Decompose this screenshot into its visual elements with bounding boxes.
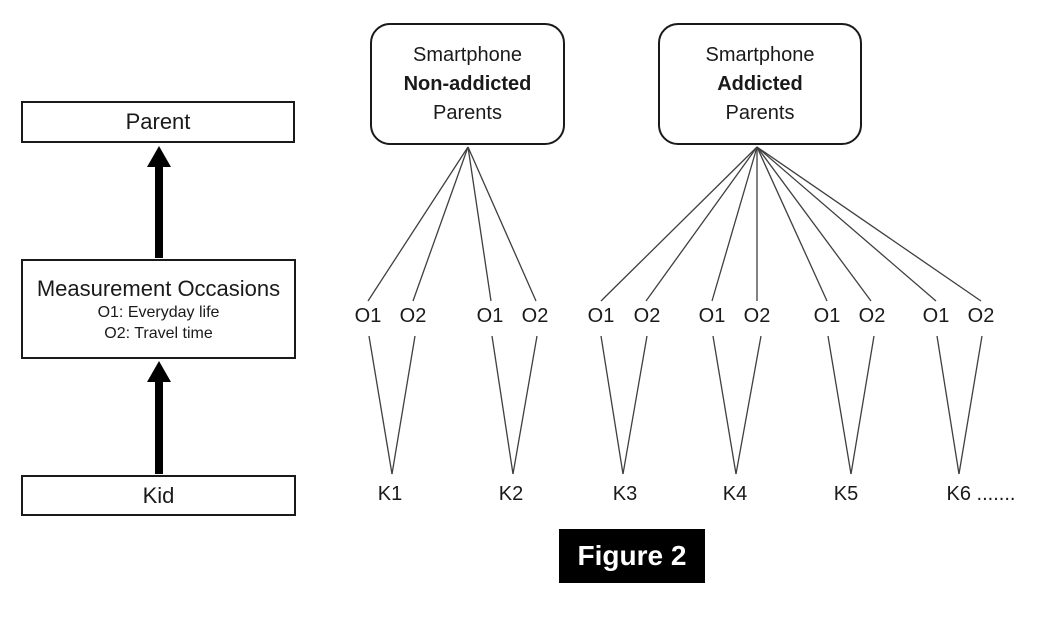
non-addicted-parents-box: Smartphone Non-addicted Parents xyxy=(370,23,565,145)
fan-line xyxy=(756,146,828,302)
v-line xyxy=(827,335,852,475)
group-line2: Addicted xyxy=(717,72,803,95)
arrow-head-icon xyxy=(147,146,171,167)
kid-label: K6 ....... xyxy=(946,483,1016,505)
fan-line xyxy=(645,146,758,302)
group-line1: Smartphone xyxy=(413,43,522,66)
group-line1: Smartphone xyxy=(705,43,815,66)
fan-line xyxy=(756,146,872,302)
kid-label: K4 xyxy=(722,483,748,505)
fan-line xyxy=(467,146,492,302)
group-line2: Non-addicted xyxy=(403,72,532,95)
occasion-label: O2 xyxy=(399,305,427,327)
fan-line xyxy=(711,146,758,302)
fan-line xyxy=(756,146,937,302)
group-line3: Parents xyxy=(433,101,502,124)
arrow-head-icon xyxy=(147,361,171,382)
occasion-label: O2 xyxy=(633,305,661,327)
v-line xyxy=(712,335,737,475)
parent-level-label: Parent xyxy=(125,109,191,134)
kid-label: K2 xyxy=(498,483,524,505)
occasion-label: O1 xyxy=(354,305,382,327)
v-line xyxy=(391,335,416,475)
occasion-label: O1 xyxy=(698,305,726,327)
group-line3: Parents xyxy=(725,101,795,124)
occasion-label: O1 xyxy=(813,305,841,327)
occasion-label: O2 xyxy=(521,305,549,327)
fan-line xyxy=(412,146,469,302)
occasion-label: O1 xyxy=(922,305,950,327)
occasion-label: O2 xyxy=(967,305,995,327)
measurement-occasions-box: Measurement Occasions O1: Everyday life … xyxy=(21,259,296,359)
occasion-label: O2 xyxy=(743,305,771,327)
v-line xyxy=(368,335,393,475)
v-line xyxy=(512,335,538,475)
v-line xyxy=(491,335,514,475)
v-line xyxy=(735,335,762,475)
v-line xyxy=(958,335,983,475)
fan-line xyxy=(756,146,982,302)
fan-line xyxy=(600,146,758,302)
fan-addicted xyxy=(600,146,982,302)
occasion-label: O1 xyxy=(587,305,615,327)
kid-level-label: Kid xyxy=(142,482,175,508)
addicted-parents-box: Smartphone Addicted Parents xyxy=(658,23,862,145)
measurement-occasions-title: Measurement Occasions xyxy=(36,275,281,301)
kid-label: K1 xyxy=(377,483,403,505)
figure-caption: Figure 2 xyxy=(559,529,705,583)
fan-line xyxy=(467,146,537,302)
measurement-o2-description: O2: Travel time xyxy=(104,324,213,342)
kid-label: K3 xyxy=(612,483,638,505)
parent-level-box: Parent xyxy=(21,101,295,143)
v-line xyxy=(850,335,875,475)
v-line xyxy=(622,335,648,475)
measurement-o1-description: O1: Everyday life xyxy=(97,303,220,321)
v-line xyxy=(936,335,960,475)
arrow-measurement-to-parent xyxy=(147,146,171,258)
kid-label: K5 xyxy=(833,483,859,505)
occasion-to-kid-lines xyxy=(368,335,983,475)
kid-level-box: Kid xyxy=(21,475,296,516)
arrow-kid-to-measurement xyxy=(147,361,171,474)
v-line xyxy=(600,335,624,475)
occasion-label: O1 xyxy=(476,305,504,327)
fan-line xyxy=(367,146,469,302)
occasion-label: O2 xyxy=(858,305,886,327)
fan-non-addicted xyxy=(367,146,537,302)
